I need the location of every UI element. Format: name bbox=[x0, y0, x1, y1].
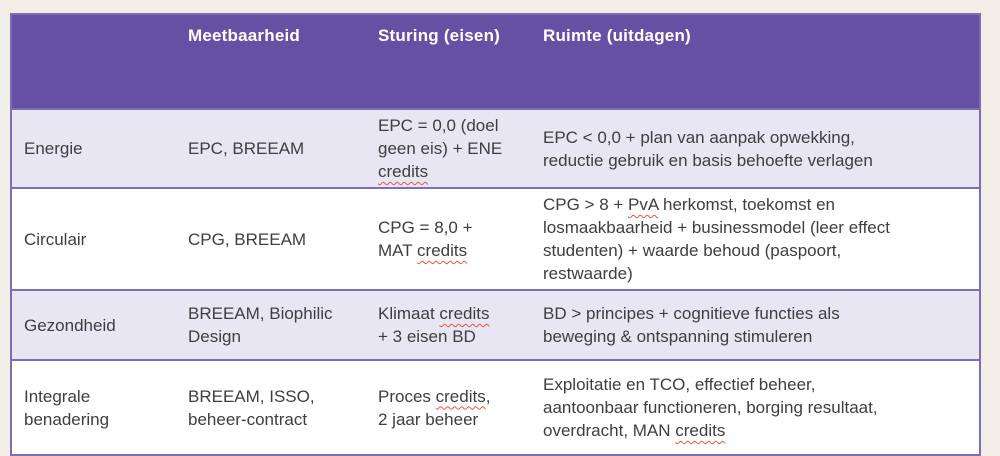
column-header-rowlabel bbox=[11, 14, 176, 109]
table-cell: EPC, BREEAM bbox=[176, 109, 366, 188]
table-cell: CPG, BREEAM bbox=[176, 188, 366, 290]
table-cell: BD > principes + cognitieve functies als… bbox=[531, 290, 980, 360]
spellcheck-underlined-word: credits bbox=[378, 162, 429, 181]
table-cell: Proces credits, 2 jaar beheer bbox=[366, 360, 531, 455]
row-label-cell: Integrale benadering bbox=[11, 360, 176, 455]
spellcheck-underlined-word: credits bbox=[675, 421, 726, 440]
table-cell: Klimaat credits + 3 eisen BD bbox=[366, 290, 531, 360]
table-cell: CPG > 8 + PvA herkomst, toekomst en losm… bbox=[531, 188, 980, 290]
table-cell: Exploitatie en TCO, effectief beheer, aa… bbox=[531, 360, 980, 455]
spellcheck-underlined-word: credits bbox=[417, 241, 468, 260]
table-cell: EPC < 0,0 + plan van aanpak opwekking, r… bbox=[531, 109, 980, 188]
spellcheck-underlined-word: credits bbox=[435, 386, 486, 406]
spellcheck-underlined-word: PvA bbox=[628, 195, 659, 214]
sustainability-criteria-table: Meetbaarheid Sturing (eisen) Ruimte (uit… bbox=[10, 13, 981, 456]
column-header-sturing-eisen: Sturing (eisen) bbox=[366, 14, 531, 109]
header-row: Meetbaarheid Sturing (eisen) Ruimte (uit… bbox=[11, 14, 980, 109]
table-cell: BREEAM, Biophilic Design bbox=[176, 290, 366, 360]
row-label-cell: Circulair bbox=[11, 188, 176, 290]
column-header-meetbaarheid: Meetbaarheid bbox=[176, 14, 366, 109]
column-header-ruimte-uitdagen: Ruimte (uitdagen) bbox=[531, 14, 980, 109]
table-cell: BREEAM, ISSO, beheer-contract bbox=[176, 360, 366, 455]
row-label-cell: Energie bbox=[11, 109, 176, 188]
spellcheck-underlined-word: credits bbox=[439, 304, 490, 323]
table-cell: CPG = 8,0 + MAT credits bbox=[366, 188, 531, 290]
table-cell: EPC = 0,0 (doel geen eis) + ENE credits bbox=[366, 109, 531, 188]
row-label-cell: Gezondheid bbox=[11, 290, 176, 360]
